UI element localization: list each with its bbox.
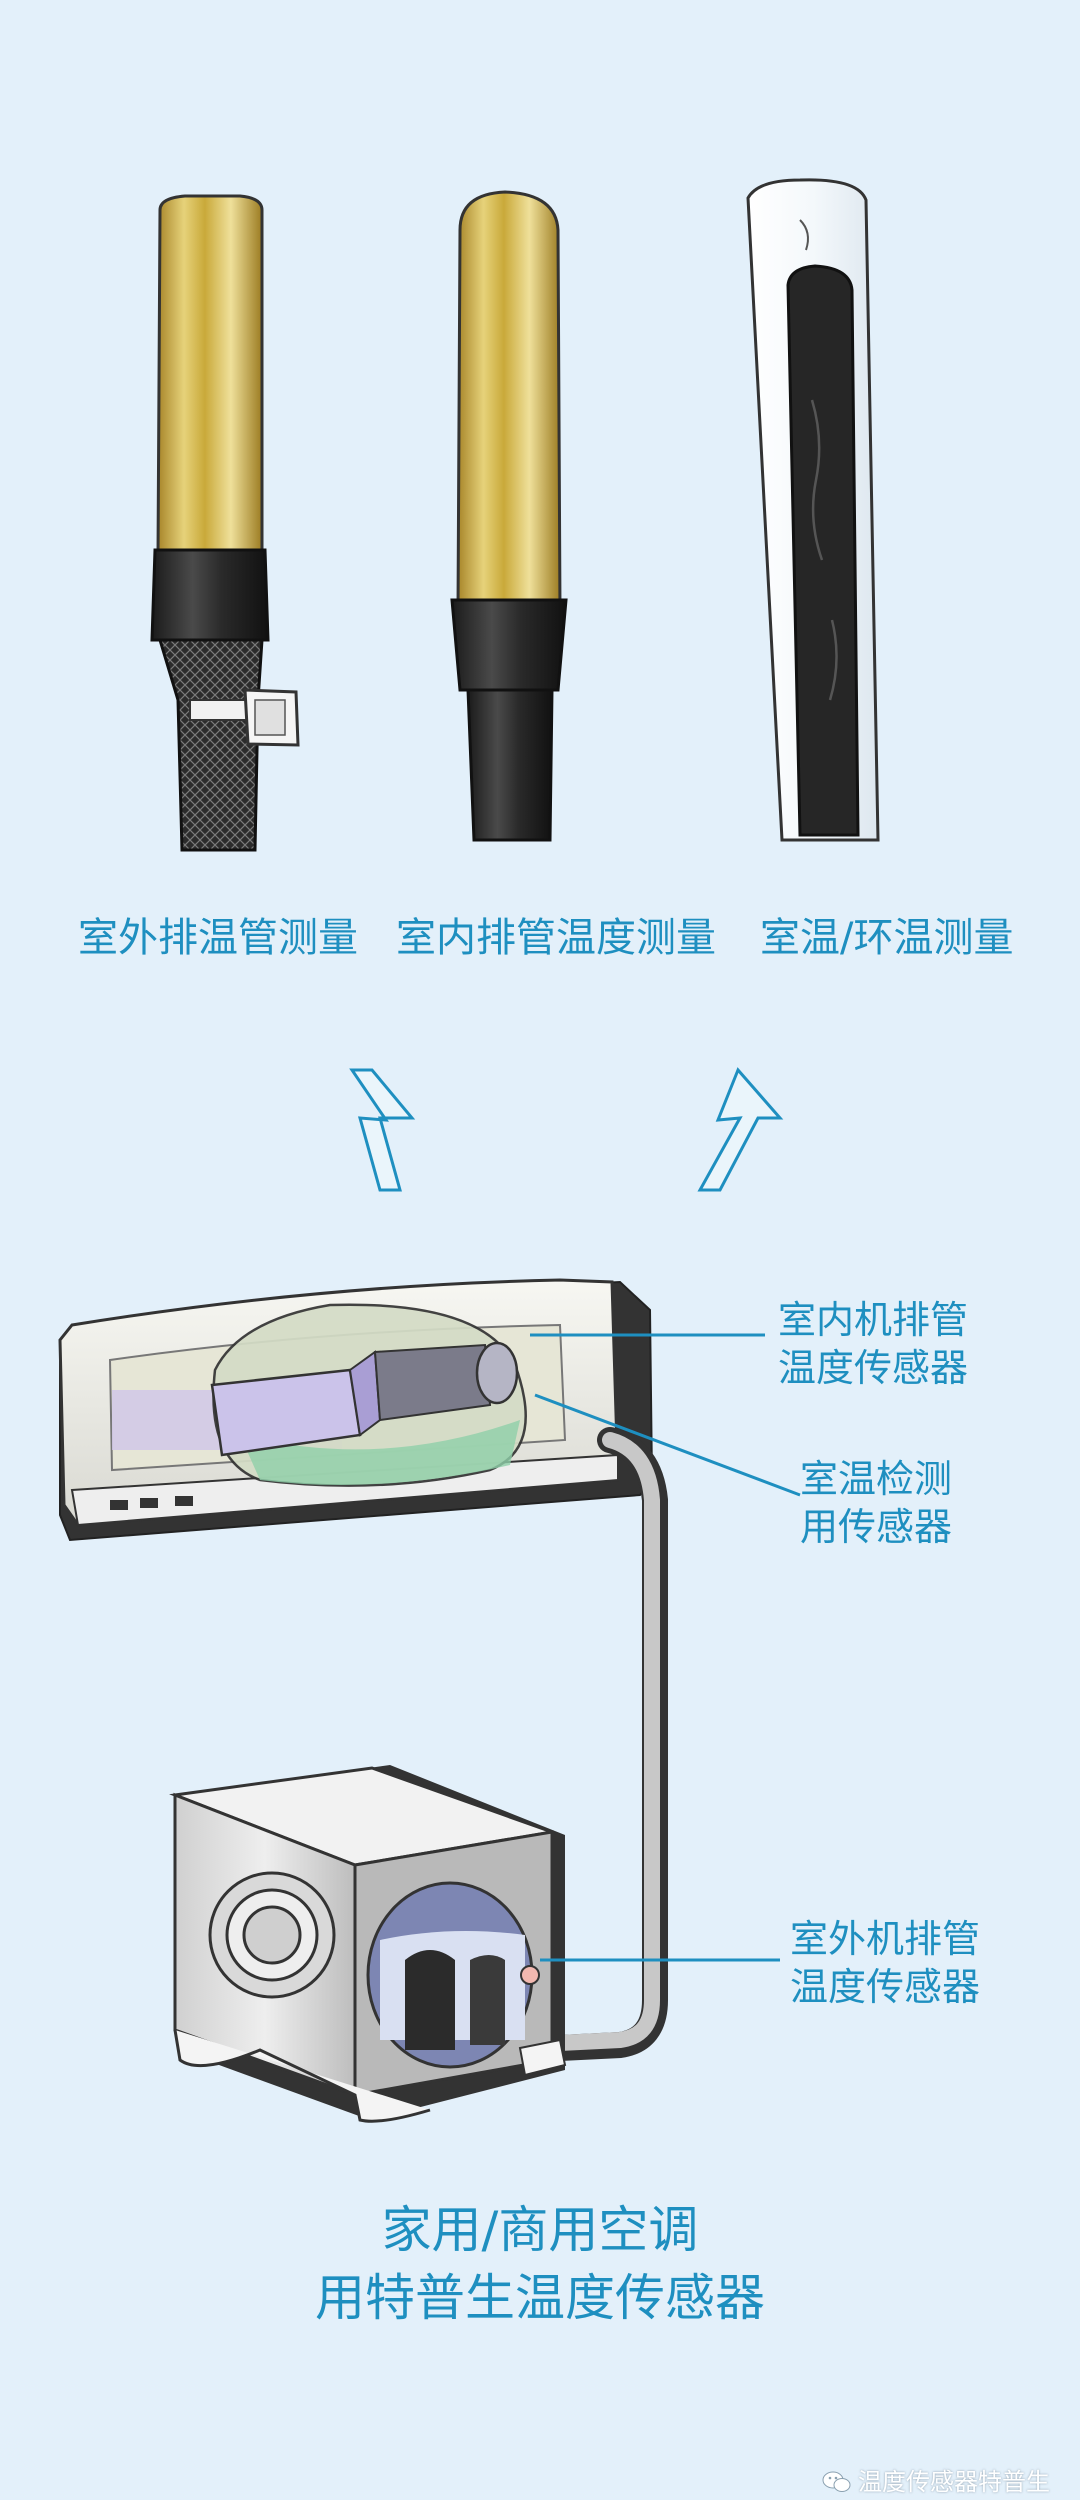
title-line-1: 家用/商用空调 <box>381 2201 699 2259</box>
up-arrow-right <box>697 1067 784 1192</box>
sensor-label-line: 温度传感器 <box>778 1346 969 1390</box>
watermark-text: 温度传感器特普生 <box>858 2468 1050 2496</box>
up-arrow-left <box>349 1068 416 1192</box>
indoor-unit <box>58 1278 668 2061</box>
sensor-label-indoor-pipe: 室内机排管 温度传感器 <box>778 1296 968 1392</box>
sensor-label-line: 室温检测 <box>800 1457 953 1501</box>
wechat-icon <box>822 2471 851 2492</box>
probe-outdoor-exhaust <box>150 194 300 852</box>
sensor-label-outdoor-pipe: 室外机排管 温度传感器 <box>790 1915 980 2011</box>
sensor-label-line: 室内机排管 <box>778 1298 969 1342</box>
probe-indoor-pipe <box>450 190 568 842</box>
probe-room-ambient <box>746 178 880 842</box>
sensor-label-room-temp: 室温检测 用传感器 <box>800 1455 952 1551</box>
callout-room-temp <box>534 1393 801 1497</box>
probe-label-room-ambient: 室温/环温测量 <box>760 915 1014 961</box>
probe-label-indoor-pipe: 室内排管温度测量 <box>396 915 716 961</box>
sensor-label-line: 室外机排管 <box>790 1917 981 1961</box>
sensor-label-line: 温度传感器 <box>790 1965 981 2009</box>
probe-label-outdoor-exhaust: 室外排温管测量 <box>78 915 358 961</box>
title-line-2: 用特普生温度传感器 <box>315 2269 765 2327</box>
outdoor-unit <box>169 1765 567 2123</box>
sensor-label-line: 用传感器 <box>800 1505 953 1549</box>
callout-lines <box>530 1333 801 1962</box>
watermark: 温度传感器特普生 <box>822 2468 1050 2496</box>
